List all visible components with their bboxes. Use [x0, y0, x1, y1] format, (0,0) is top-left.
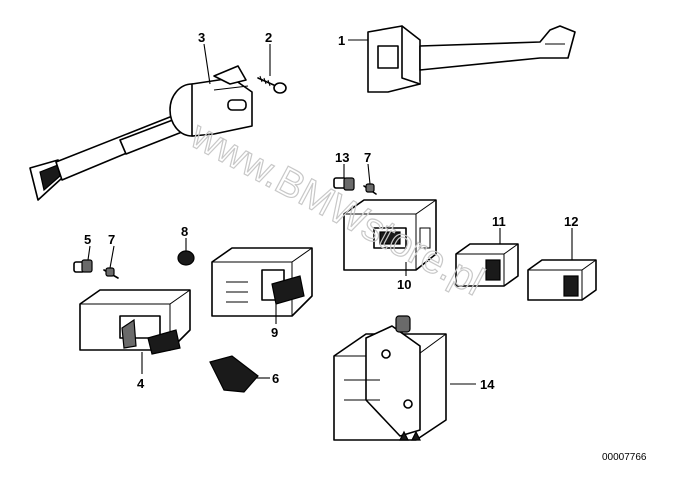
callout-14: 14 [480, 377, 495, 392]
callout-10: 10 [397, 277, 411, 292]
diagram-reference-number: 00007766 [602, 452, 647, 463]
callout-7-upper: 7 [364, 150, 371, 165]
callout-13: 13 [335, 150, 349, 165]
part-9-rocker-switch [211, 247, 313, 317]
leader-lines [87, 39, 573, 385]
part-13-bulb-holder [333, 177, 355, 191]
part-2-screw [257, 75, 287, 94]
part-8-knob [177, 250, 195, 266]
callout-7-lower: 7 [108, 232, 115, 247]
part-5-bulb [73, 259, 93, 273]
part-7-bolt-lower [103, 267, 119, 279]
callout-6: 6 [272, 371, 279, 386]
callout-2: 2 [265, 30, 272, 45]
callout-11: 11 [492, 214, 506, 229]
part-7-bolt-upper [363, 183, 377, 195]
callout-1: 1 [338, 33, 345, 48]
part-4-rocker-switch [79, 289, 191, 355]
callout-12: 12 [564, 214, 578, 229]
callout-4: 4 [137, 376, 145, 391]
part-12-cover [527, 259, 597, 301]
part-10-display [343, 199, 437, 271]
part-3-stalk-switch [29, 65, 253, 201]
callout-9: 9 [271, 325, 278, 340]
part-6-rocker-cap [209, 355, 259, 393]
part-11-cover [455, 243, 519, 287]
part-1-wiper-switch [367, 25, 576, 93]
callout-5: 5 [84, 232, 91, 247]
callout-3: 3 [198, 30, 205, 45]
part-14-control-unit [333, 315, 447, 441]
callout-8: 8 [181, 224, 188, 239]
